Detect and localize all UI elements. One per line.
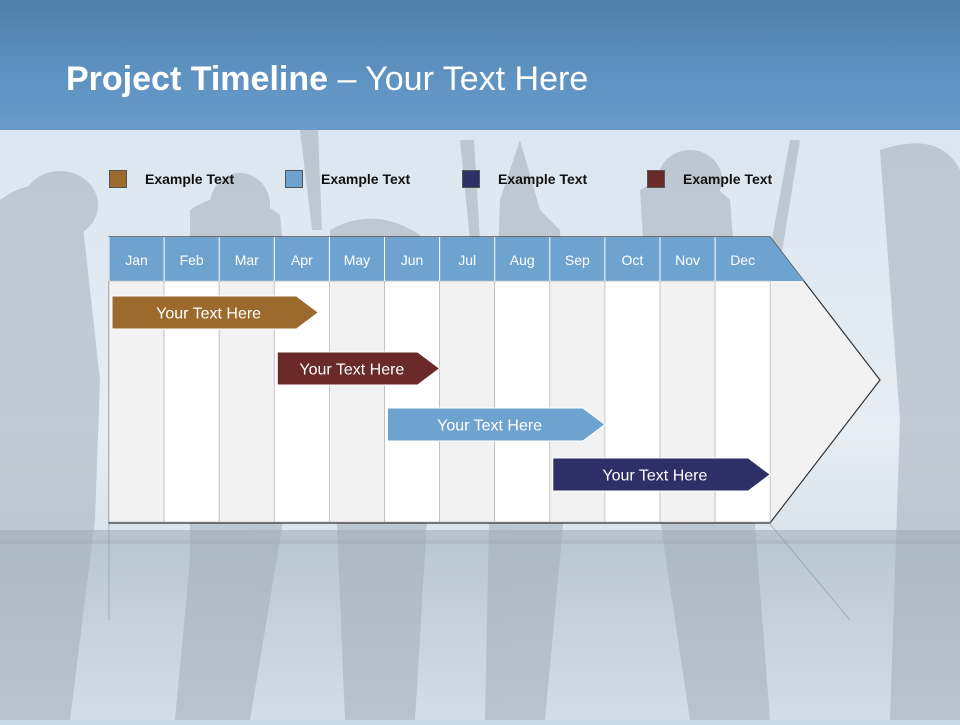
month-label-aug: Aug bbox=[510, 252, 535, 268]
month-column-jun bbox=[384, 280, 440, 523]
month-label-jun: Jun bbox=[401, 252, 424, 268]
title-band bbox=[0, 0, 960, 130]
month-label-oct: Oct bbox=[622, 252, 644, 268]
month-column-may bbox=[328, 280, 385, 523]
slide-title-bold: Project Timeline bbox=[66, 60, 329, 98]
legend-item-2: Example Text bbox=[285, 170, 410, 188]
timeline-bar-label-3: Your Text Here bbox=[437, 418, 542, 435]
month-label-apr: Apr bbox=[291, 252, 313, 268]
month-label-may: May bbox=[344, 252, 370, 268]
timeline-bar-3 bbox=[387, 407, 606, 442]
legend: Example Text Example Text Example Text E… bbox=[0, 170, 960, 194]
month-label-jan: Jan bbox=[125, 252, 148, 268]
timeline-bar-label-2: Your Text Here bbox=[299, 362, 404, 379]
month-label-feb: Feb bbox=[180, 252, 204, 268]
slide-title: Project Timeline – Your Text Here bbox=[66, 60, 588, 99]
legend-swatch-1 bbox=[109, 170, 127, 188]
slide-title-rest: – Your Text Here bbox=[328, 60, 589, 98]
legend-item-4: Example Text bbox=[647, 170, 772, 188]
legend-label-3: Example Text bbox=[498, 171, 588, 187]
legend-item-1: Example Text bbox=[109, 170, 234, 188]
month-label-sep: Sep bbox=[565, 252, 590, 268]
month-label-jul: Jul bbox=[458, 252, 476, 268]
legend-item-3: Example Text bbox=[462, 170, 587, 188]
legend-label-2: Example Text bbox=[321, 171, 411, 187]
timeline-bar-1 bbox=[111, 295, 320, 330]
legend-swatch-2 bbox=[285, 170, 303, 188]
timeline-bar-label-4: Your Text Here bbox=[602, 468, 707, 485]
timeline-bar-label-1: Your Text Here bbox=[156, 306, 261, 323]
timeline-bar-4 bbox=[552, 457, 772, 492]
legend-swatch-3 bbox=[462, 170, 480, 188]
timeline-bar-2 bbox=[276, 351, 441, 386]
month-column-aug bbox=[494, 280, 551, 523]
month-label-nov: Nov bbox=[675, 252, 700, 268]
month-column-jul bbox=[439, 280, 496, 523]
month-label-mar: Mar bbox=[235, 252, 259, 268]
legend-swatch-4 bbox=[647, 170, 665, 188]
reflection-line-right bbox=[769, 523, 851, 621]
month-label-dec: Dec bbox=[730, 252, 755, 268]
legend-label-1: Example Text bbox=[145, 171, 235, 187]
month-labels: Jan Feb Mar Apr May Jun Jul Aug Sep Oct Nov Dec bbox=[108, 237, 755, 281]
legend-label-4: Example Text bbox=[683, 171, 773, 187]
month-header-strip bbox=[109, 237, 804, 281]
